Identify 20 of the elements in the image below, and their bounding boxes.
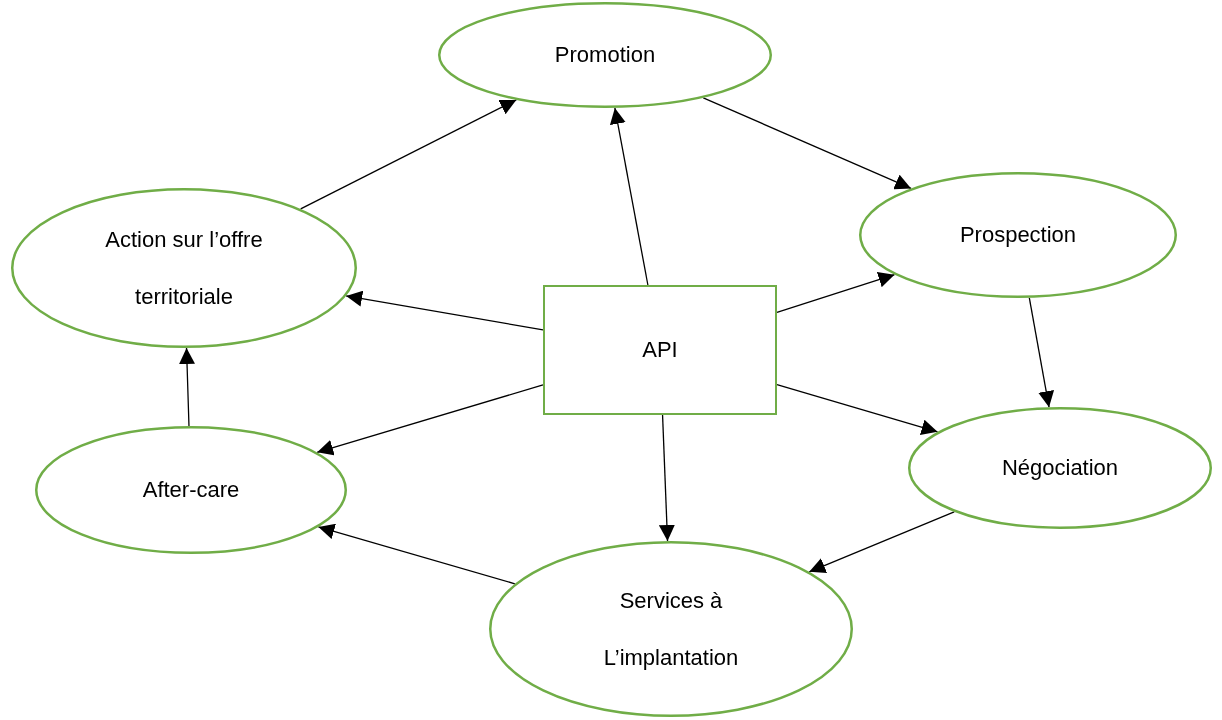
node-label: API — [642, 336, 678, 365]
arrow — [658, 414, 675, 542]
arrow — [609, 107, 649, 286]
arrow — [179, 347, 195, 427]
arrow — [1028, 297, 1055, 408]
arrow — [300, 99, 517, 210]
arrow — [345, 290, 544, 331]
arrow — [316, 384, 544, 456]
arrow — [776, 383, 939, 435]
node-label: Prospection — [959, 221, 1077, 250]
node-label: Action sur l’offre territoriale — [104, 225, 264, 311]
arrow — [702, 97, 912, 190]
process-box — [543, 285, 777, 415]
arrow — [317, 523, 516, 585]
node-label: Services à L’implantation — [602, 586, 740, 672]
arrow — [776, 271, 896, 314]
node-label: Négociation — [1001, 454, 1119, 483]
arrow — [808, 511, 955, 574]
node-label: Promotion — [554, 41, 656, 70]
node-label: After-care — [142, 476, 240, 505]
